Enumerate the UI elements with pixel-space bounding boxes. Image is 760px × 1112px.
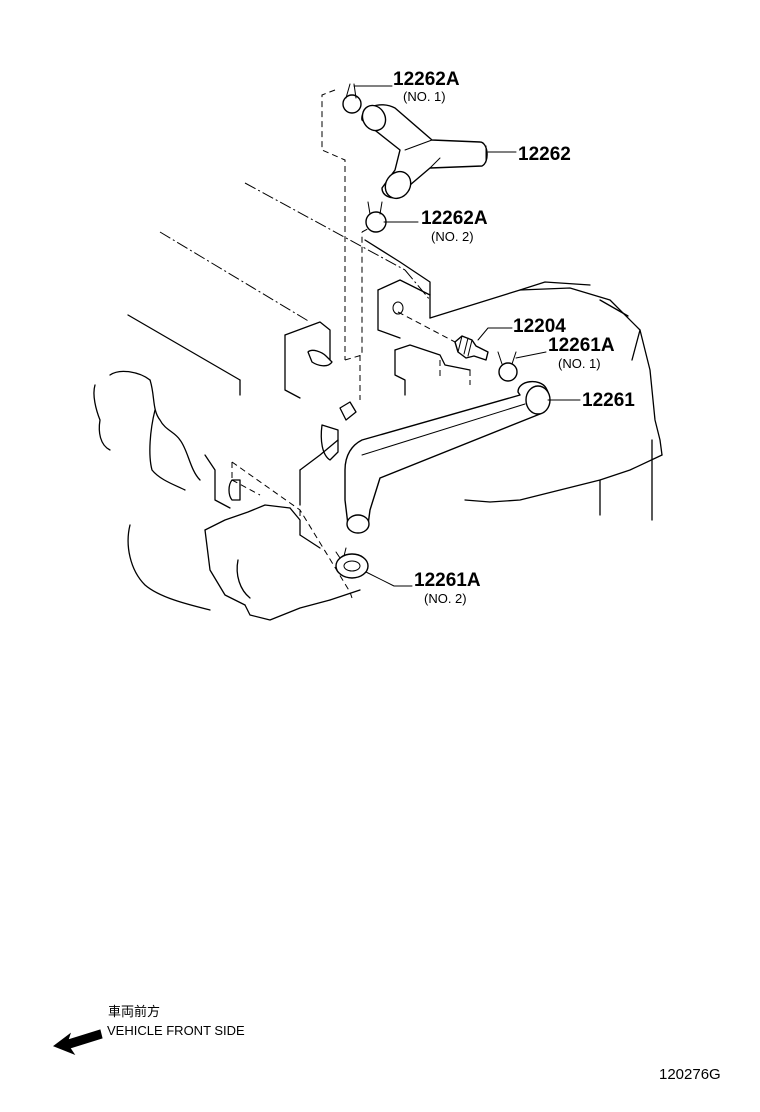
part-number-label: 12262 bbox=[518, 144, 571, 165]
hose-12261 bbox=[344, 381, 551, 534]
engine-outline bbox=[93, 182, 663, 621]
arrow-left-icon bbox=[52, 1029, 103, 1056]
clip-12262a-no1 bbox=[342, 83, 362, 114]
callout-12204: 12204 bbox=[513, 316, 566, 337]
clip-12262a-no2 bbox=[365, 201, 387, 233]
callout-12261: 12261 bbox=[582, 390, 635, 411]
figure-number: 120276G bbox=[659, 1066, 721, 1083]
vehicle-front-indicator: 車両前方 VEHICLE FRONT SIDE bbox=[52, 1004, 245, 1056]
clip-12261a-no2 bbox=[335, 547, 369, 579]
part-number-label: 12204 bbox=[513, 316, 566, 337]
callout-12261a-no2: 12261A (NO. 2) bbox=[414, 570, 481, 606]
part-number-label: 12261 bbox=[582, 390, 635, 411]
callout-12261a-no1: 12261A (NO. 1) bbox=[548, 335, 615, 371]
callout-12262: 12262 bbox=[518, 144, 571, 165]
leader-lines bbox=[353, 85, 581, 587]
part-number-label: 12262A bbox=[393, 69, 460, 90]
callout-12262a-no1: 12262A (NO. 1) bbox=[393, 69, 460, 104]
hose-12262 bbox=[361, 104, 488, 200]
clip-12261a-no1 bbox=[497, 351, 518, 382]
direction-label-japanese: 車両前方 bbox=[108, 1004, 160, 1019]
direction-label-english: VEHICLE FRONT SIDE bbox=[107, 1023, 245, 1038]
part-number-label: 12261A bbox=[414, 570, 481, 591]
part-sub-label: (NO. 2) bbox=[431, 229, 474, 244]
part-sub-label: (NO. 1) bbox=[403, 89, 446, 104]
part-sub-label: (NO. 2) bbox=[424, 591, 467, 606]
callout-12262a-no2: 12262A (NO. 2) bbox=[421, 208, 488, 244]
part-number-label: 12261A bbox=[548, 335, 615, 356]
part-number-label: 12262A bbox=[421, 208, 488, 229]
guide-lines bbox=[231, 89, 456, 599]
pcv-valve-12204 bbox=[454, 335, 489, 361]
part-sub-label: (NO. 1) bbox=[558, 356, 601, 371]
